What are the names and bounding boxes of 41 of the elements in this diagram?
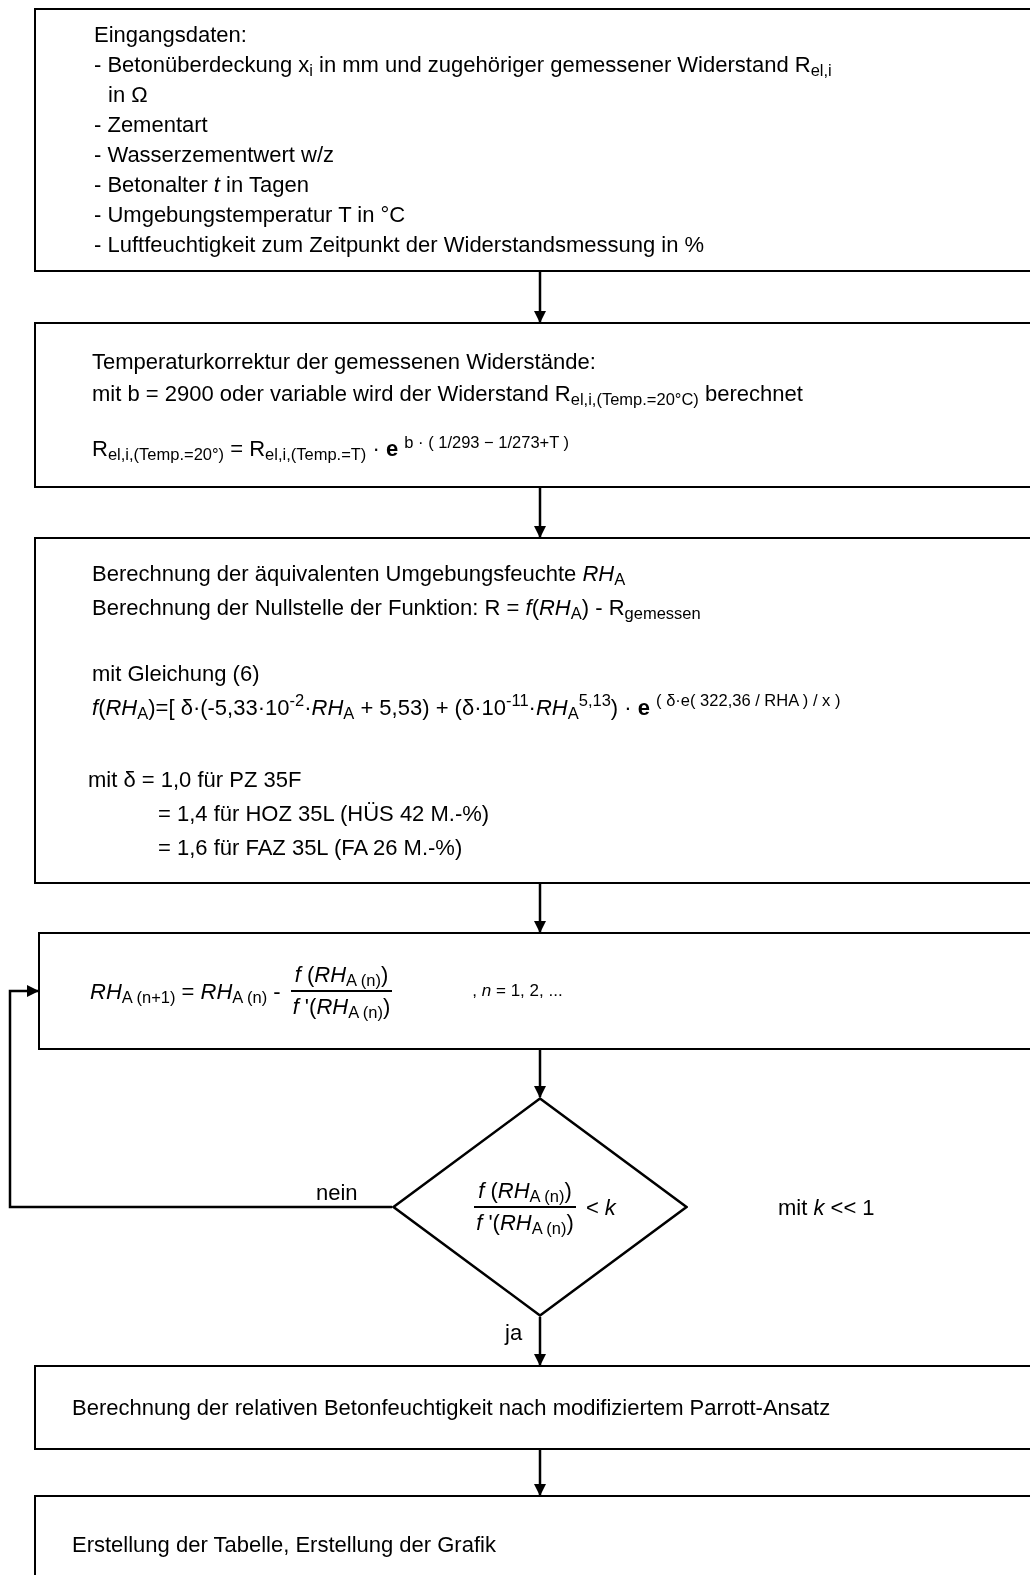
- formula-numerator: f (RH$_{A (n)}$): [290, 960, 393, 992]
- box-text: = 1,6 für FAZ 35L (FA 26 M.-%): [157, 833, 463, 862]
- process-box: [34, 1495, 1030, 1575]
- formula-numerator: f (RH$_{A (n)}$): [474, 1176, 576, 1208]
- process-box: [34, 1365, 1030, 1450]
- arrow: [534, 272, 546, 323]
- list-item: - Umgebungstemperatur T in °C: [94, 201, 407, 229]
- process-box: [34, 322, 1030, 488]
- box-text: Temperaturkorrektur der gemessenen Widerstände:: [92, 348, 597, 376]
- formula: RH$_{A (n+1)}$ = RH$_{A (n)}$ -: [90, 977, 281, 1008]
- formula: R$_{el,i,(Temp.=20°)}$ = R$_{el,i,(Temp.=T)}$ · e $^{b · ( 1/293 − 1/273+T )}$: [92, 434, 571, 464]
- condition-note: mit k << 1: [778, 1195, 875, 1220]
- formula-denominator: f '(RH$_{A (n)}$): [475, 1209, 575, 1238]
- arrow: [534, 1450, 546, 1496]
- box-text: Berechnung der relativen Betonfeuchtigkeit nach modifiziertem Parrott-Ansatz: [72, 1393, 831, 1422]
- arrow: [534, 884, 546, 933]
- box-text: mit b = 2900 oder variable wird der Widerstand R$_{el,i,(Temp.=20°C)}$ berechnet: [92, 380, 803, 410]
- box-text: = 1,4 für HOZ 35L (HÜS 42 M.-%): [157, 799, 490, 828]
- arrow: [8, 985, 392, 1209]
- box-text: Berechnung der äquivalenten Umgebungsfeuchte RH$_{A}$: [92, 559, 626, 590]
- arrow: [534, 1317, 546, 1366]
- list-item: - Zementart: [94, 111, 209, 139]
- list-item: - Betonalter t in Tagen: [94, 171, 310, 199]
- formula: f(RH$_{A}$)=[ δ·(-5,33·10$^{-2}$·RH$_{A}$ + 5,53) + (δ·10$^{-11}$·RH$_{A}$$^{5,13}$) ·e $^{( δ·e( 322,36 / RHA ) / x )}$: [92, 690, 841, 724]
- formula-note: , n = 1, 2, ...: [472, 980, 563, 1003]
- box-text: Berechnung der Nullstelle der Funktion: R = f(RH$_{A}$) - R$_{gemessen}$: [92, 593, 701, 624]
- box-text: mit Gleichung (6): [92, 659, 260, 688]
- box-text: Erstellung der Tabelle, Erstellung der Grafik: [72, 1531, 496, 1559]
- list-item: - Betonüberdeckung x$_{i}$ in mm und zugehöriger gemessener Widerstand R$_{el,i}$ in Ω: [94, 51, 833, 109]
- arrow: [534, 1050, 546, 1098]
- formula: < k: [585, 1193, 616, 1222]
- list-item: - Luftfeuchtigkeit zum Zeitpunkt der Widerstandsmessung in %: [94, 231, 706, 259]
- decision-diamond: [392, 1097, 688, 1317]
- process-box: [38, 932, 1030, 1050]
- arrow: [534, 488, 546, 538]
- list-item: - Wasserzementwert w/z: [94, 141, 335, 169]
- process-box: [34, 537, 1030, 884]
- formula-denominator: f '(RH$_{A (n)}$): [291, 993, 392, 1022]
- box-text: mit δ = 1,0 für PZ 35F: [88, 765, 302, 794]
- process-box: [34, 8, 1030, 272]
- box-heading: Eingangsdaten:: [94, 21, 248, 49]
